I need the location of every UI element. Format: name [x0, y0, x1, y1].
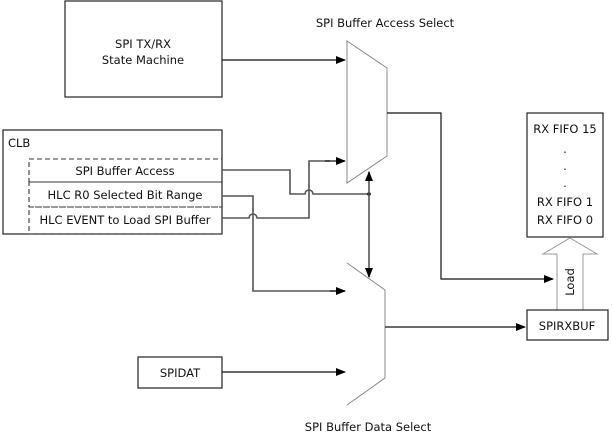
rx-fifo-line: . — [563, 176, 567, 190]
wire-access-mux-to-load — [387, 112, 554, 283]
state-machine-block: SPI TX/RX State Machine — [64, 0, 223, 98]
mux-access-label: SPI Buffer Access Select — [316, 16, 455, 30]
spirxbuf-label: SPIRXBUF — [539, 319, 595, 333]
mux-access-select — [346, 40, 388, 184]
rx-fifo-line: . — [563, 142, 567, 156]
load-block-arrow: Load — [541, 237, 599, 311]
state-machine-label-1: SPI TX/RX — [115, 37, 171, 51]
mux-data-label: SPI Buffer Data Select — [305, 420, 432, 434]
spirxbuf-block: SPIRXBUF — [526, 309, 609, 341]
clb-title: CLB — [8, 136, 30, 150]
spidat-block: SPIDAT — [137, 356, 223, 389]
clb-block: CLB SPI Buffer Access HLC R0 Selected Bi… — [2, 129, 223, 235]
mux-data-select — [346, 262, 386, 406]
rx-fifo-block: RX FIFO 15 . . . RX FIFO 1 RX FIFO 0 — [526, 112, 604, 238]
wire-buffer-access-select — [222, 169, 369, 195]
load-label: Load — [563, 268, 577, 296]
clb-item-label: HLC R0 Selected Bit Range — [48, 188, 203, 202]
clb-item-hlc-event — [28, 206, 223, 235]
wire-hlc-event-to-mux — [222, 160, 330, 219]
clb-item-label: SPI Buffer Access — [75, 164, 174, 178]
rx-fifo-line: RX FIFO 15 — [533, 122, 597, 136]
spidat-label: SPIDAT — [160, 366, 201, 380]
clb-item-label: HLC EVENT to Load SPI Buffer — [39, 213, 210, 227]
rx-fifo-line: . — [563, 159, 567, 173]
rx-fifo-line: RX FIFO 0 — [537, 213, 593, 227]
wire-hlc-r0-to-data-mux — [222, 195, 345, 292]
rx-fifo-line: RX FIFO 1 — [537, 195, 593, 209]
state-machine-label-2: State Machine — [102, 53, 184, 67]
